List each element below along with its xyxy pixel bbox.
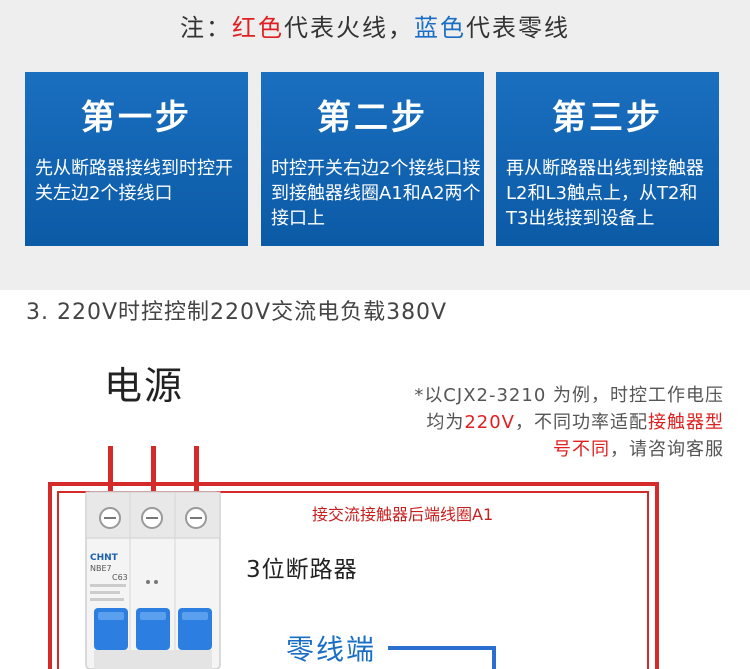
wiring-diagram: CHNT NBE7 C63 — [48, 446, 659, 669]
section-title: 3. 220V时控控制220V交流电负载380V — [26, 300, 448, 325]
step-title: 第三步 — [552, 98, 663, 138]
live-loop-wire — [48, 482, 659, 669]
three-pole-breaker: CHNT NBE7 C63 — [85, 491, 221, 669]
step-desc: 再从断路器出线到接触器L2和L3触点上，从T2和T3出线接到设备上 — [506, 158, 704, 229]
note-blue-word: 蓝色 — [414, 14, 466, 42]
breaker-label: 3位断路器 — [246, 557, 358, 583]
note-prefix: 注： — [180, 14, 232, 42]
step-title: 第一步 — [81, 98, 192, 138]
power-source-label: 电源 — [104, 364, 185, 408]
live-wire — [151, 446, 156, 496]
step-title: 第二步 — [317, 98, 428, 138]
breaker-rating: C63 — [112, 573, 128, 582]
live-loop-wire-inner — [57, 491, 649, 669]
step-desc: 先从断路器接线到时控开关左边2个接线口 — [35, 158, 233, 204]
live-wire — [194, 446, 199, 496]
voltage-note-text: ，请咨询客服 — [610, 439, 724, 460]
contactor-model-highlight: 号不同 — [553, 439, 610, 460]
neutral-terminal-label: 零线端 — [286, 633, 377, 666]
step-card-2: 第二步 时控开关右边2个接线口接到接触器线圈A1和A2两个接口上 — [261, 72, 484, 246]
step-desc: 时控开关右边2个接线口接到接触器线圈A1和A2两个接口上 — [271, 158, 481, 229]
voltage-note-line-2: 均为220V，不同功率适配接触器型 — [324, 409, 724, 436]
voltage-note-text: 均为 — [426, 412, 465, 433]
step-card-1: 第一步 先从断路器接线到时控开关左边2个接线口 — [25, 72, 248, 246]
wire-color-note: 注：红色代表火线，蓝色代表零线 — [0, 8, 750, 43]
voltage-value: 220V — [464, 412, 515, 433]
contactor-model-highlight: 接触器型 — [648, 412, 724, 433]
neutral-wire — [388, 646, 496, 669]
breaker-model: NBE7 — [90, 564, 112, 573]
voltage-note: *以CJX2-3210 为例，时控工作电压 均为220V，不同功率适配接触器型 … — [324, 382, 724, 463]
note-red-meaning: 代表火线， — [284, 14, 414, 42]
note-blue-meaning: 代表零线 — [466, 14, 570, 42]
voltage-note-text: ，不同功率适配 — [515, 412, 648, 433]
breaker-brand: CHNT — [90, 553, 119, 563]
voltage-note-line-3: 号不同，请咨询客服 — [324, 436, 724, 463]
note-red-word: 红色 — [232, 14, 284, 42]
coil-connection-label: 接交流接触器后端线圈A1 — [310, 501, 496, 525]
step-card-3: 第三步 再从断路器出线到接触器L2和L3触点上，从T2和T3出线接到设备上 — [496, 72, 719, 246]
voltage-note-line-1: *以CJX2-3210 为例，时控工作电压 — [414, 385, 724, 406]
live-wire — [108, 446, 113, 496]
